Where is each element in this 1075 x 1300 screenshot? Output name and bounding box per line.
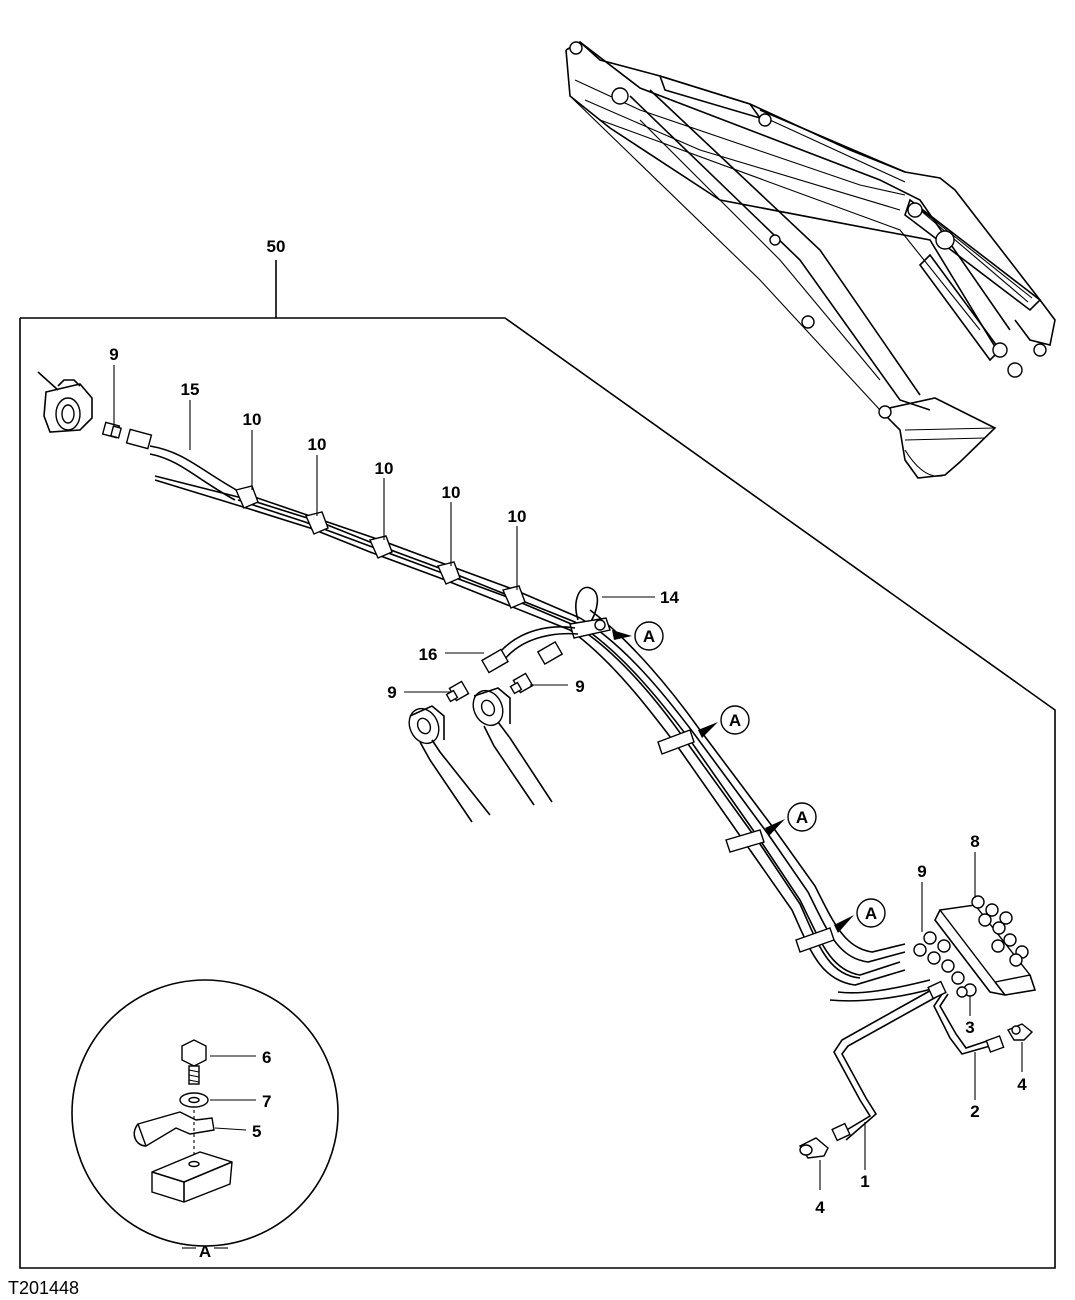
- mounting-block: [151, 1151, 233, 1203]
- detail-a-label: A: [199, 1242, 211, 1261]
- tube-2: [933, 993, 1005, 1055]
- callout-9-top-left: 9: [109, 345, 118, 364]
- detail-a-inset: 6 7 5 A: [71, 979, 339, 1261]
- valve-block: [913, 895, 1037, 998]
- detail-ref-a-2: A: [698, 705, 750, 738]
- callout-4-right: 4: [1017, 1075, 1027, 1094]
- svg-text:A: A: [729, 711, 741, 730]
- callout-9-valve: 9: [917, 862, 926, 881]
- callout-10-e: 10: [508, 507, 527, 526]
- clamp-10-c: [369, 535, 393, 559]
- callout-10-a: 10: [243, 410, 262, 429]
- callout-16: 16: [419, 645, 438, 664]
- callout-10-b: 10: [308, 435, 327, 454]
- detail-ref-a-4: A: [834, 898, 886, 933]
- callout-8: 8: [970, 832, 979, 851]
- clamp-10-e: [502, 585, 526, 609]
- callout-14: 14: [660, 588, 679, 607]
- boom-hose-bundle: [154, 475, 936, 1002]
- elbow-4-bottom: [798, 1137, 829, 1159]
- fitting-9-mid-left: [445, 680, 470, 703]
- cylinder-rod-left: [408, 705, 491, 823]
- cylinder-end-top-left: [37, 371, 93, 433]
- assembly-frame: [19, 317, 1056, 1269]
- clamp-5: [133, 1111, 215, 1148]
- callout-3: 3: [965, 1018, 974, 1037]
- fitting-9-top-left: [101, 421, 123, 439]
- bundle-clamp-a3: [725, 829, 765, 853]
- callout-2: 2: [970, 1102, 979, 1121]
- callout-10-d: 10: [442, 483, 461, 502]
- clamp-10-d: [437, 561, 461, 585]
- detail-ref-a-1: A: [612, 621, 664, 651]
- figure-id: T201448: [8, 1278, 79, 1298]
- callout-10-c: 10: [375, 459, 394, 478]
- tube-1: [831, 980, 947, 1142]
- excavator-boom-arm-overview: [565, 41, 1056, 479]
- callout-5: 5: [252, 1122, 261, 1141]
- detail-ref-a-3: A: [765, 802, 817, 836]
- callout-9-mid-left: 9: [387, 683, 396, 702]
- bolt-6: [181, 1039, 207, 1085]
- callout-9-mid-right: 9: [575, 677, 584, 696]
- svg-text:A: A: [865, 904, 877, 923]
- callout-6: 6: [262, 1048, 271, 1067]
- clamp-10-a: [235, 485, 259, 509]
- callout-4-bottom: 4: [815, 1198, 825, 1217]
- elbow-4-right: [1006, 1023, 1034, 1041]
- svg-text:A: A: [643, 627, 655, 646]
- bundle-clamp-a4: [795, 927, 835, 953]
- loop-clamp-14: [569, 586, 611, 639]
- assembly-number-label: 50: [267, 237, 286, 256]
- cylinder-rod-right: [472, 687, 553, 806]
- fitting-9-mid-right: [509, 672, 534, 695]
- bundle-clamp-a2: [657, 729, 695, 755]
- callout-7: 7: [262, 1092, 271, 1111]
- washer-7: [179, 1092, 209, 1108]
- callout-15: 15: [181, 380, 200, 399]
- hose-16: [481, 626, 579, 674]
- callout-1: 1: [860, 1172, 869, 1191]
- svg-text:A: A: [796, 808, 808, 827]
